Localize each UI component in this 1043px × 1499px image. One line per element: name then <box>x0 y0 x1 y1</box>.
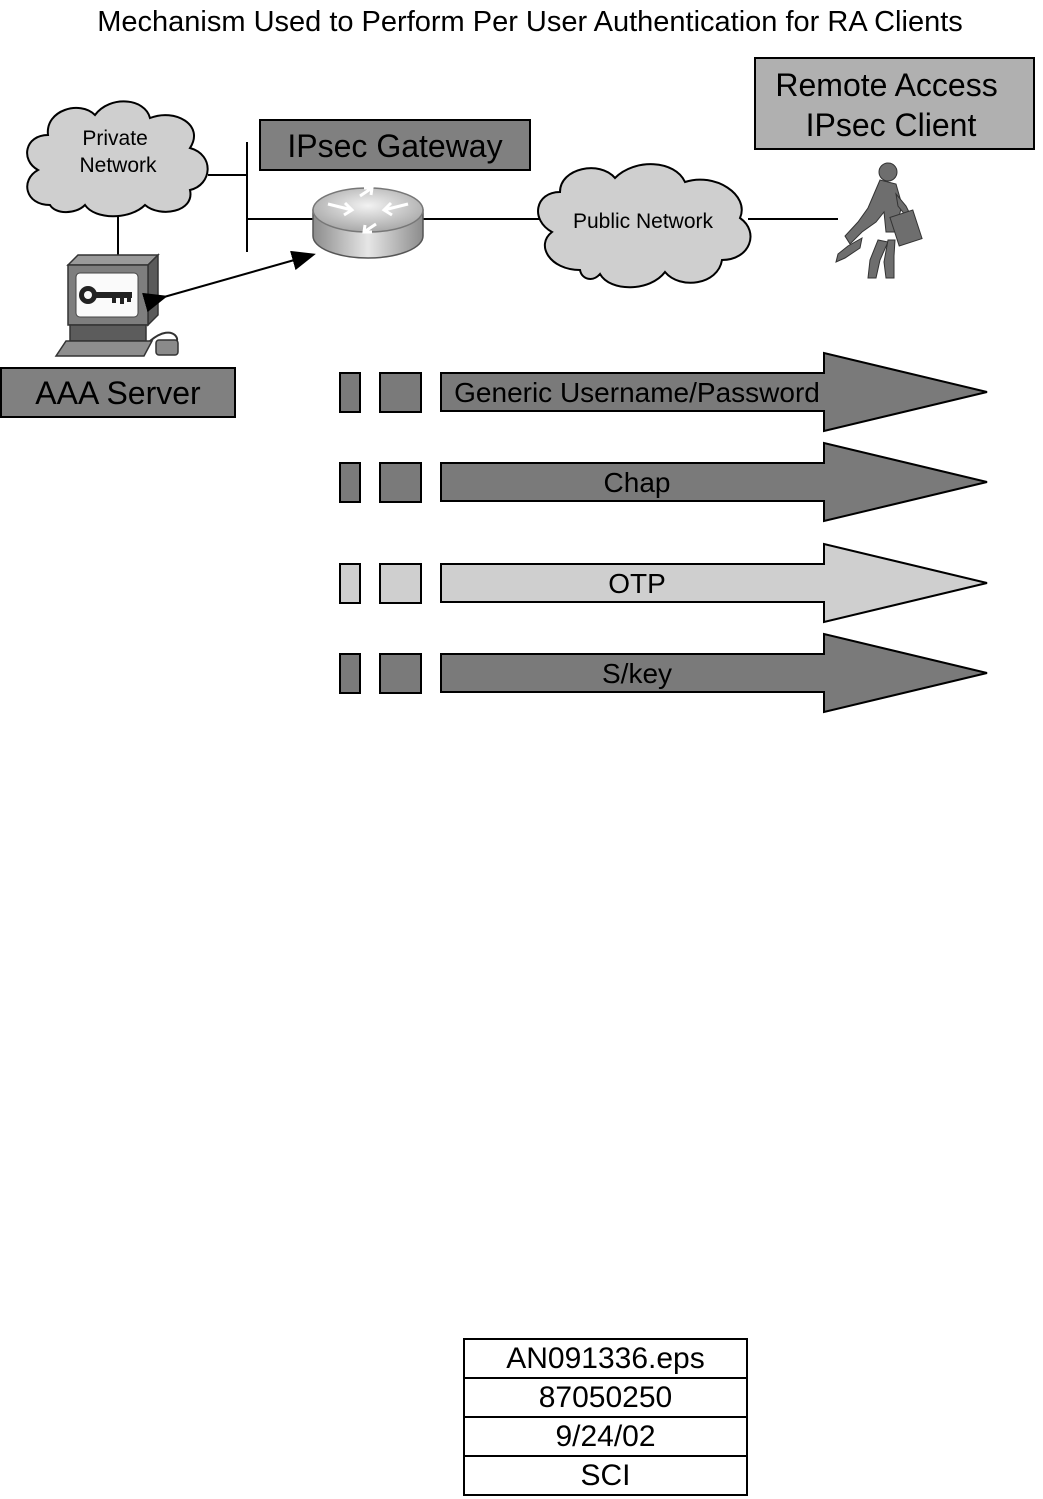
remote-client-line-2: IPsec Client <box>806 107 977 143</box>
mechanism-label: OTP <box>608 568 666 599</box>
mechanism-row: OTP <box>339 542 988 624</box>
public-network-label: Public Network <box>573 210 714 233</box>
aaa-server-label-box: AAA Server <box>0 367 236 418</box>
caption-table: AN091336.eps 87050250 9/24/02 SCI <box>463 1338 748 1496</box>
mechanism-medium-block <box>379 462 422 503</box>
caption-code: 87050250 <box>463 1377 748 1418</box>
router-icon <box>312 186 424 259</box>
private-network-cloud: Private Network <box>26 100 209 218</box>
mechanism-small-block <box>339 653 361 694</box>
private-network-label: Private Network <box>79 127 157 177</box>
caption-date: 9/24/02 <box>463 1416 748 1457</box>
public-network-cloud: Public Network <box>537 163 752 289</box>
mechanism-small-block <box>339 462 361 503</box>
diagram-title: Mechanism Used to Perform Per User Authe… <box>97 6 963 38</box>
ipsec-gateway-label-box: IPsec Gateway <box>259 119 531 171</box>
remote-client-label: Remote Access IPsec Client <box>775 67 1006 143</box>
private-network-line-1: Private <box>82 127 147 150</box>
aaa-gateway-link <box>142 250 316 313</box>
mechanism-medium-block <box>379 563 422 604</box>
mechanism-row: S/key <box>339 632 988 714</box>
mechanism-medium-block <box>379 372 422 413</box>
mechanism-label: S/key <box>602 658 672 689</box>
mechanism-label: Chap <box>604 467 671 498</box>
key-icon <box>79 286 132 304</box>
mechanism-arrow <box>440 351 988 433</box>
caption-sci: SCI <box>463 1455 748 1496</box>
remote-client-line-1: Remote Access <box>775 67 997 103</box>
aaa-server-label: AAA Server <box>35 375 201 411</box>
cloud-icon <box>537 163 752 289</box>
ipsec-gateway-label: IPsec Gateway <box>287 128 502 164</box>
mechanism-label: Generic Username/Password <box>454 377 820 408</box>
mechanism-small-block <box>339 372 361 413</box>
private-network-line-2: Network <box>79 154 157 177</box>
mechanism-arrow <box>440 542 988 624</box>
remote-client-label-box: Remote Access IPsec Client <box>754 57 1035 150</box>
mechanism-small-block <box>339 563 361 604</box>
mechanism-arrow <box>440 632 988 714</box>
running-businessman-icon <box>835 162 923 279</box>
mechanism-row: Chap <box>339 441 988 523</box>
mechanism-medium-block <box>379 653 422 694</box>
caption-file: AN091336.eps <box>463 1338 748 1379</box>
cloud-icon <box>26 100 209 218</box>
mechanism-row: Generic Username/Password <box>339 351 988 433</box>
mechanism-arrow <box>440 441 988 523</box>
key-server-icon <box>54 253 179 357</box>
